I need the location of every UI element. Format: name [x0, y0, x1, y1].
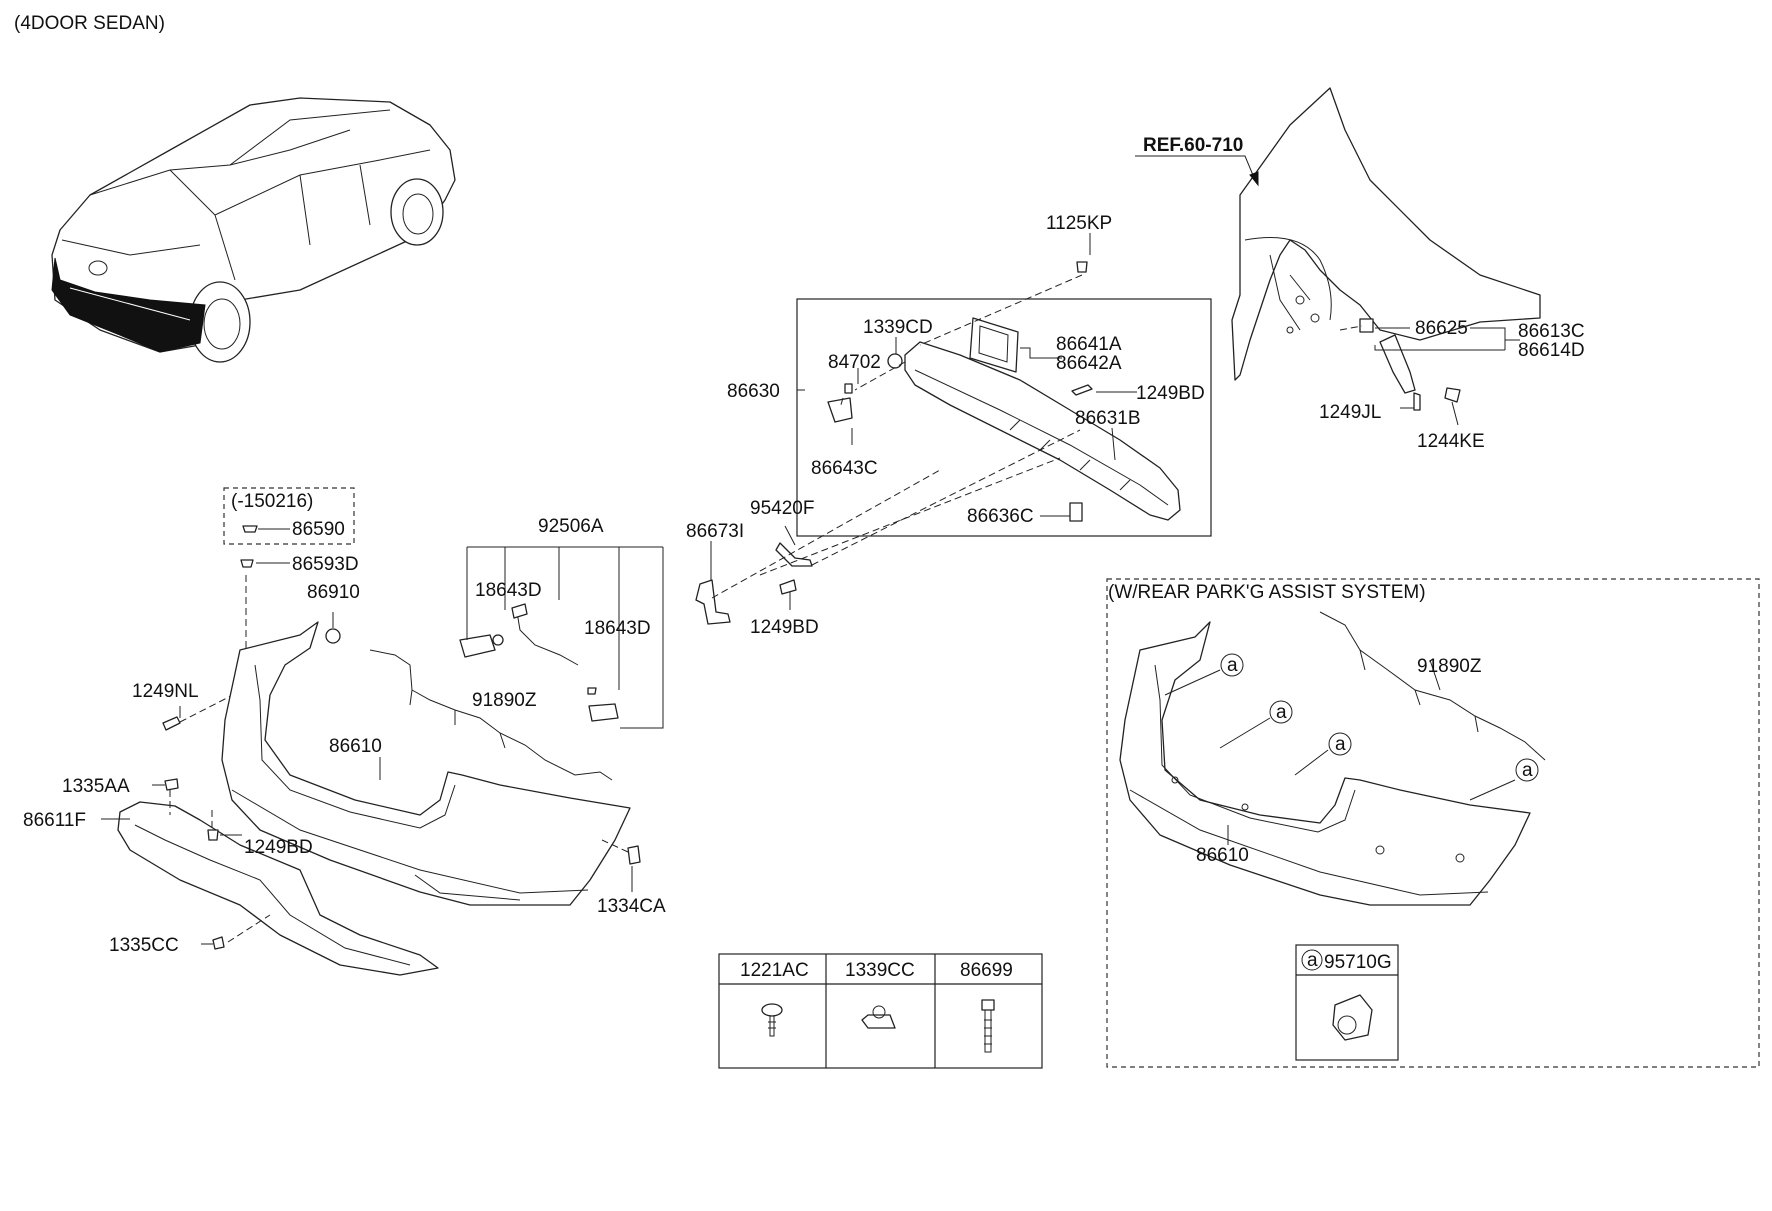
car-illustration: [51, 97, 456, 363]
clip-86590: [242, 525, 258, 533]
callout-a-3: [1328, 732, 1352, 756]
label-86611f: 86611F: [23, 810, 86, 831]
sensor-bracket-a: [459, 634, 496, 658]
date-note-box: [223, 487, 355, 545]
label-18643d-a: 18643D: [475, 580, 542, 601]
label-18643d-b: 18643D: [584, 618, 651, 639]
park-assist-title: (W/REAR PARK'G ASSIST SYSTEM): [1108, 582, 1426, 603]
label-86642a: 86642A: [1056, 353, 1122, 374]
label-86593d: 86593D: [292, 554, 359, 575]
label-91890z-b: 91890Z: [1417, 656, 1482, 677]
bracket-95420f: [775, 542, 813, 567]
label-1244ke: 1244KE: [1417, 431, 1485, 452]
table-header-1221ac: 1221AC: [740, 960, 809, 981]
ref-label: REF.60-710: [1143, 135, 1243, 156]
label-1249bd-c: 1249BD: [244, 837, 313, 858]
bolt-1125kp: [1076, 261, 1088, 273]
callout-a-3-letter: a: [1335, 734, 1346, 755]
screw-icon: [761, 1003, 783, 1037]
label-1335aa: 1335AA: [62, 776, 130, 797]
callout-a-5-letter: a: [1307, 950, 1318, 971]
callout-a-1: [1220, 653, 1244, 677]
label-86630: 86630: [727, 381, 780, 402]
ref-leader: [1135, 155, 1256, 181]
nut-1339cd: [887, 353, 903, 369]
clip-86636c: [1069, 502, 1083, 522]
clip-1335cc: [212, 936, 225, 950]
nut-icon: [861, 1005, 896, 1029]
bolt-1249bd-b: [779, 579, 797, 595]
label-86636c: 86636C: [967, 506, 1034, 527]
label-1249nl: 1249NL: [132, 681, 199, 702]
callout-a-4: [1515, 758, 1539, 782]
label-1334ca: 1334CA: [597, 896, 666, 917]
label-86610-b: 86610: [1196, 845, 1249, 866]
ref-arrow-icon: [1249, 171, 1259, 187]
bracket-86613c: [1379, 334, 1416, 394]
table-header-86699: 86699: [960, 960, 1013, 981]
table-header-1339cc: 1339CC: [845, 960, 915, 981]
lower-valance-86611f: [117, 801, 439, 976]
label-86641a: 86641A: [1056, 334, 1122, 355]
bolt-1249nl: [162, 716, 181, 731]
callout-a-1-letter: a: [1227, 655, 1238, 676]
label-95710g: 95710G: [1324, 952, 1392, 973]
callout-a-2-letter: a: [1276, 702, 1287, 723]
sensor-bracket-b: [588, 703, 619, 722]
clip-86593d: [240, 559, 254, 568]
label-86613c: 86613C: [1518, 321, 1585, 342]
label-1339cd: 1339CD: [863, 317, 933, 338]
grommet-86910: [325, 628, 341, 644]
label-1249bd-b: 1249BD: [750, 617, 819, 638]
harness-91890z-a: [369, 649, 613, 781]
clip-86625: [1359, 318, 1374, 333]
label-86673i: 86673I: [686, 521, 744, 542]
rear-bumper-cover-pas: [1119, 621, 1531, 906]
rear-quarter-panel: [1231, 87, 1541, 381]
label-1249bd-a: 1249BD: [1136, 383, 1205, 404]
label-86631b: 86631B: [1075, 408, 1141, 429]
harness-91890z-b: [1319, 611, 1546, 761]
park-assist-box: [1106, 578, 1760, 1068]
fastener-table: [718, 953, 1043, 1069]
label-86643c: 86643C: [811, 458, 878, 479]
label-86610-a: 86610: [329, 736, 382, 757]
sensor-wire: [516, 611, 579, 666]
bolt-1249jl: [1413, 392, 1421, 411]
label-84702: 84702: [828, 352, 881, 373]
clip-1334ca: [627, 845, 641, 865]
label-86910: 86910: [307, 582, 360, 603]
clip-84702: [844, 383, 853, 394]
variant-title: (4DOOR SEDAN): [14, 13, 165, 34]
bolt-1249bd-a: [1071, 384, 1093, 396]
stay-86673i: [695, 579, 731, 625]
label-1125kp: 1125KP: [1046, 213, 1112, 234]
sensor-box: [1295, 944, 1399, 1061]
bracket-86641a: [969, 317, 1019, 373]
reinforcement-group-box: [796, 298, 1212, 537]
label-95420f: 95420F: [750, 498, 814, 519]
clip-1335aa: [164, 778, 179, 791]
callout-a-2: [1269, 700, 1293, 724]
callout-a-4-letter: a: [1522, 760, 1533, 781]
bolt-icon: [981, 999, 995, 1053]
label-1335cc: 1335CC: [109, 935, 179, 956]
callout-a-5: [1301, 949, 1323, 971]
screw-1249bd-c: [207, 829, 219, 841]
label-91890z-a: 91890Z: [472, 690, 537, 711]
date-note: (-150216): [231, 491, 313, 512]
label-86614d: 86614D: [1518, 340, 1585, 361]
grommet-18643d: [492, 634, 504, 646]
label-86625: 86625: [1415, 318, 1468, 339]
bracket-86643c: [827, 397, 853, 423]
labels: (4DOOR SEDAN) REF.60-710 1125KP 1339CD 8…: [14, 13, 1585, 981]
rear-bumper-cover: [221, 621, 631, 906]
label-86590: 86590: [292, 519, 345, 540]
screw-1244ke: [1444, 387, 1461, 403]
label-92506a: 92506A: [538, 516, 604, 537]
label-1249jl: 1249JL: [1319, 402, 1381, 423]
